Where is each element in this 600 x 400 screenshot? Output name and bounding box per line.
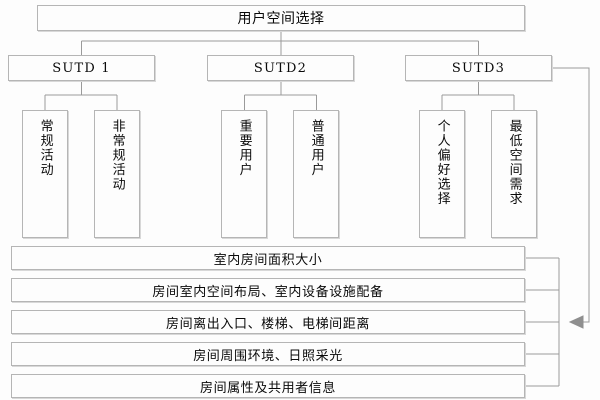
leaf-node-g1c2[interactable]: 非常规活动 — [94, 110, 140, 238]
leaf-node-g2c2[interactable]: 普通用户 — [293, 110, 339, 238]
attribute-row-4[interactable]: 房间周围环境、日照采光 — [11, 342, 525, 366]
root-node[interactable]: 用户空间选择 — [37, 5, 525, 31]
leaf-node-g2c1[interactable]: 重要用户 — [221, 110, 267, 238]
attribute-row-5[interactable]: 房间属性及共用者信息 — [11, 374, 525, 398]
leaf-node-g3c2[interactable]: 最低空间需求 — [491, 110, 537, 238]
attribute-row-2[interactable]: 房间室内空间布局、室内设备设施配备 — [11, 278, 525, 302]
arrowhead-icon — [568, 315, 584, 329]
group-node-sutd2[interactable]: SUTD2 — [207, 55, 354, 81]
group-node-sutd3[interactable]: SUTD3 — [405, 55, 552, 81]
wire-sutd3-feedback — [552, 67, 590, 323]
group-node-sutd1[interactable]: SUTD 1 — [8, 55, 155, 81]
attribute-row-1[interactable]: 室内房间面积大小 — [11, 246, 525, 270]
attribute-row-3[interactable]: 房间离出入口、楼梯、电梯间距离 — [11, 310, 525, 334]
leaf-node-g3c1[interactable]: 个人偏好选择 — [419, 110, 465, 238]
leaf-node-g1c1[interactable]: 常规活动 — [22, 110, 68, 238]
